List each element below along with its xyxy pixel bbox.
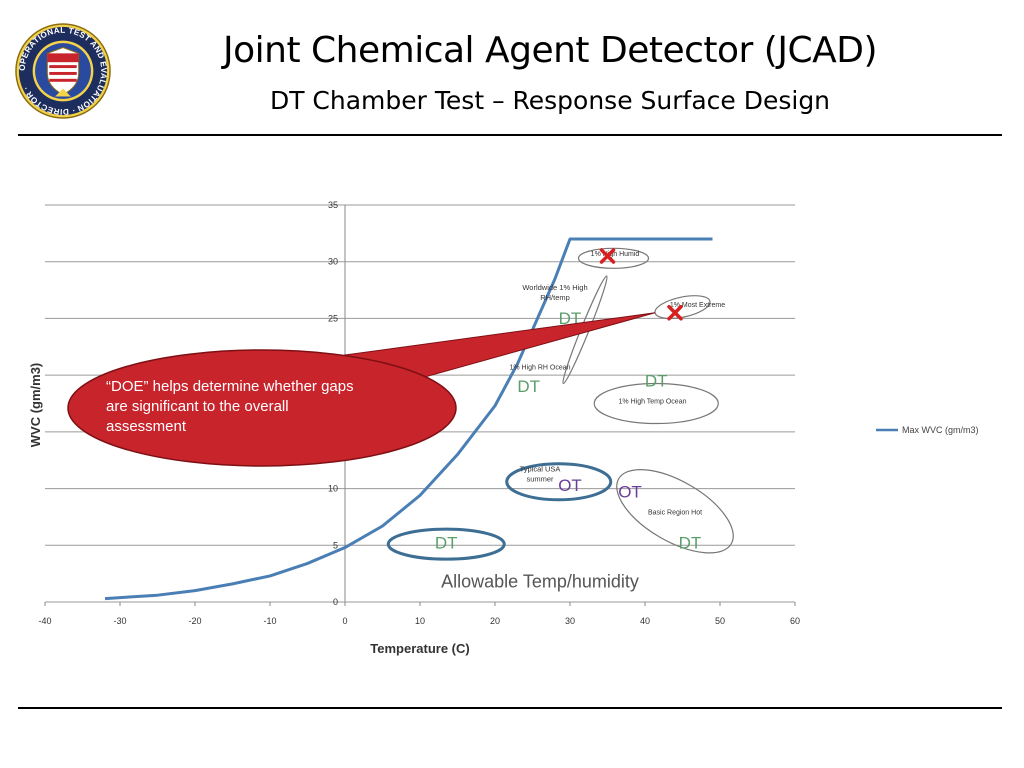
dote-seal-logo: OPERATIONAL TEST AND EVALUATION · DIRECT… [15,23,111,119]
region-ellipse [505,462,613,502]
legend-label: Max WVC (gm/m3) [902,425,979,435]
callout-text-line: are significant to the overall [106,398,289,415]
region-label: 1% High RH Ocean [509,364,570,371]
callout-text: “DOE” helps determine whether gaps are si… [106,378,354,435]
bottom-divider [18,707,1002,709]
dt-label: DT [517,377,540,396]
series-line-max-wvc [104,237,713,601]
x-axis-title: Temperature (C) [370,641,469,656]
region-ellipse [654,295,711,320]
callout-text-line: assessment [106,418,187,435]
top-divider [18,134,1002,136]
x-tick-label: 0 [342,616,347,626]
x-tick-label: -30 [113,616,126,626]
wvc-temperature-chart: 05101520253035-40-30-20-100102030405060T… [28,200,979,656]
dt-label: DT [645,371,668,390]
y-tick-label: 30 [328,257,338,267]
y-tick-label: 25 [328,313,338,323]
x-tick-label: 30 [565,616,575,626]
allowable-temp-humidity-label: Allowable Temp/humidity [441,571,639,591]
ot-label: OT [618,483,642,502]
slide-subtitle: DT Chamber Test – Response Surface Desig… [269,86,831,115]
region-label: Basic Region Hot [648,510,702,517]
region-label-line: summer [526,475,554,484]
x-tick-label: -10 [263,616,276,626]
x-tick-label: -40 [38,616,51,626]
region-label: 1% Most Extreme [670,302,725,309]
x-tick-label: 20 [490,616,500,626]
x-tick-label: 40 [640,616,650,626]
region-label: 1% High Humid [591,251,640,258]
region-ellipse [616,469,734,554]
y-tick-label: 10 [328,484,338,494]
dt-label: DT [679,534,702,553]
ot-label: OT [558,476,582,495]
region-ellipse [593,382,719,425]
y-tick-label: 35 [328,200,338,210]
y-axis-title: WVC (gm/m3) [28,363,43,448]
slide-title: Joint Chemical Agent Detector (JCAD) [223,30,878,71]
x-tick-label: 60 [790,616,800,626]
dt-label: DT [435,534,458,553]
region-ellipse [386,527,506,561]
callout-text-line: “DOE” helps determine whether gaps [106,378,354,395]
x-tick-label: 10 [415,616,425,626]
x-marker [667,305,683,321]
region-label: 1% High Temp Ocean [619,399,687,406]
x-marker [599,248,616,264]
region-label-line: Worldwide 1% High [522,283,587,292]
x-tick-label: -20 [188,616,201,626]
y-tick-label: 0 [333,597,338,607]
region-label-line: RH/temp [540,293,570,302]
x-tick-label: 50 [715,616,725,626]
region-label-line: Typical USA [520,465,561,474]
callout-bubble [67,349,457,467]
y-tick-label: 5 [333,540,338,550]
